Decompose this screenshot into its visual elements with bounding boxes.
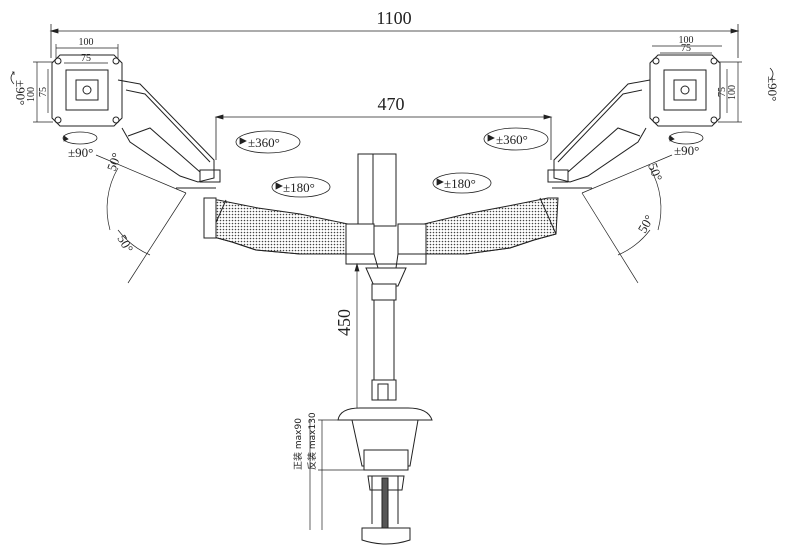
right-pivot-icon bbox=[432, 172, 492, 194]
right-tilt-label: ±90° bbox=[765, 76, 780, 101]
left-pivot-label: ±180° bbox=[283, 180, 315, 195]
clamp-normal-label: 正装 max90 bbox=[292, 418, 304, 470]
right-vesa-outer-label: 100 bbox=[679, 35, 694, 46]
right-head-swivel-label: ±90° bbox=[674, 143, 699, 158]
left-head-swivel-icon bbox=[62, 131, 98, 145]
right-vesa-side-100: 100 bbox=[727, 85, 738, 100]
left-rotate-icon bbox=[235, 130, 301, 154]
left-upper-arm bbox=[117, 79, 221, 189]
right-vesa-inner-label: 75 bbox=[681, 43, 691, 54]
clamp-reverse-label: 反装 max130 bbox=[306, 412, 318, 470]
right-arc-upper-label: 50° bbox=[645, 161, 665, 183]
left-head-swivel-label: ±90° bbox=[68, 145, 93, 160]
left-tilt-label: ±90° bbox=[13, 80, 28, 105]
overall-width-dimension bbox=[49, 24, 740, 58]
right-tilt-arrow-icon bbox=[769, 67, 774, 81]
left-vesa-side-100: 100 bbox=[26, 87, 37, 102]
right-upper-arm bbox=[547, 79, 651, 189]
left-vesa-outer-label: 100 bbox=[79, 37, 94, 48]
left-vesa-side-75: 75 bbox=[38, 87, 49, 97]
left-vesa-head bbox=[51, 54, 123, 127]
left-lower-arm bbox=[203, 197, 349, 255]
pole-height-dimension bbox=[354, 262, 360, 418]
pole bbox=[371, 283, 397, 401]
right-lower-arm bbox=[423, 197, 559, 255]
left-arc-upper-label: 50° bbox=[104, 151, 124, 173]
left-vesa-dimensions bbox=[33, 44, 119, 123]
right-vesa-side-75: 75 bbox=[717, 87, 728, 97]
left-pivot-icon bbox=[271, 176, 331, 198]
right-arc-lower-label: 50° bbox=[635, 212, 657, 235]
right-vesa-dimensions bbox=[652, 45, 742, 123]
left-arc-lower-label: 50° bbox=[114, 232, 136, 255]
arm-span-dimension bbox=[214, 114, 553, 160]
desk-clamp bbox=[337, 407, 433, 545]
left-tilt-arrow-icon bbox=[10, 71, 15, 85]
right-head-swivel-icon bbox=[668, 131, 704, 145]
right-arc-indicator bbox=[581, 154, 673, 284]
right-vesa-head bbox=[649, 54, 721, 127]
center-post bbox=[345, 153, 427, 287]
arm-span-label: 470 bbox=[378, 94, 405, 114]
pole-height-label: 450 bbox=[334, 309, 354, 336]
overall-width-label: 1100 bbox=[376, 8, 411, 28]
right-rotate-icon bbox=[483, 127, 549, 151]
left-rotate-label: ±360° bbox=[248, 135, 280, 150]
right-rotate-label: ±360° bbox=[496, 132, 528, 147]
clamp-dimension-lines bbox=[309, 419, 364, 530]
left-arc-indicator bbox=[95, 154, 187, 284]
left-vesa-inner-label: 75 bbox=[81, 53, 91, 64]
right-pivot-label: ±180° bbox=[444, 176, 476, 191]
